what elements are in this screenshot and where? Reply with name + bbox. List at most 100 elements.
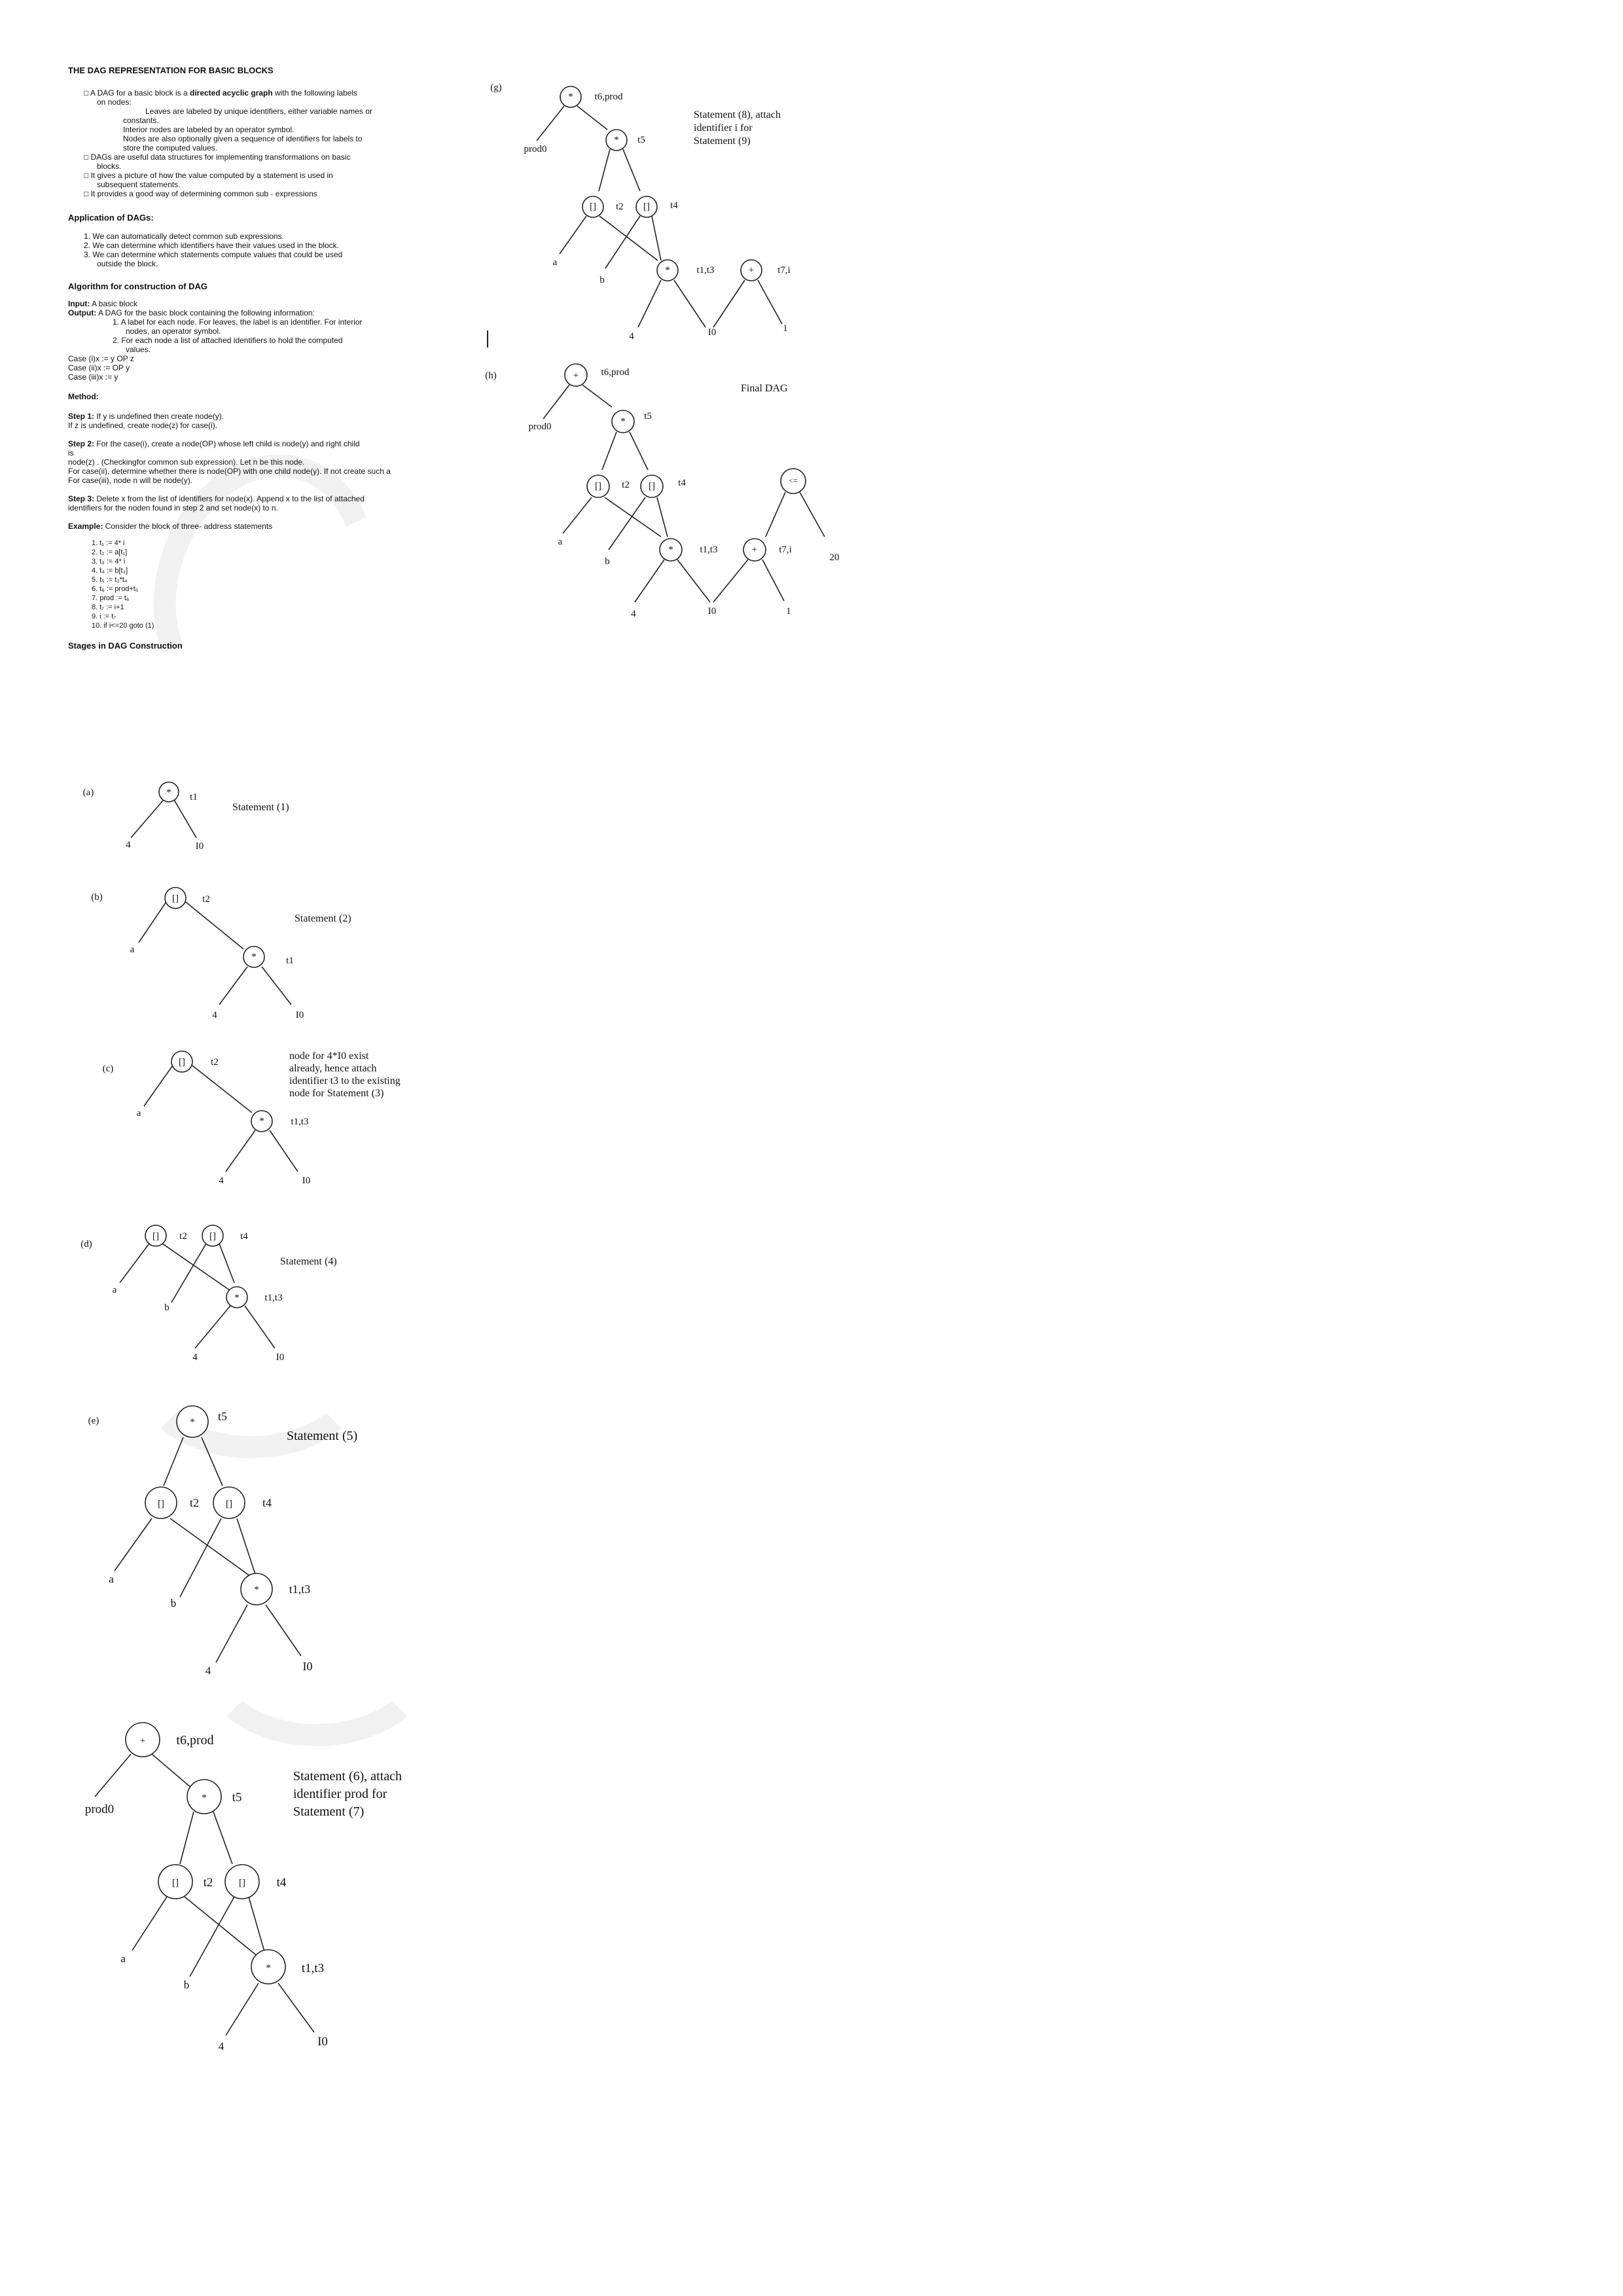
- step-2-cont: For case(ii), determine whether there is…: [68, 467, 391, 476]
- node-id: t1,t3: [291, 1117, 308, 1127]
- leaf: 4: [629, 331, 634, 342]
- leaf: a: [113, 1285, 117, 1295]
- text: Output:: [68, 308, 97, 317]
- application-item: outside the block.: [97, 259, 158, 268]
- leaf: 4: [205, 1664, 211, 1677]
- leaf: I0: [196, 841, 204, 852]
- node-id: t2: [616, 202, 624, 212]
- dag-node: [213, 1486, 245, 1519]
- statement: 2. t₂ := a[t₁]: [92, 548, 128, 556]
- dag-node: [125, 1722, 160, 1757]
- node-op: []: [158, 1499, 164, 1509]
- leaf: 4: [219, 2040, 224, 2053]
- node-op: *: [259, 1116, 264, 1126]
- node-op: *: [254, 1585, 259, 1595]
- stage-label: (b): [91, 892, 103, 903]
- application-item: 1. We can automatically detect common su…: [84, 232, 284, 241]
- statement: 6. t₆ := prod+t₅: [92, 585, 139, 593]
- leaf: I0: [708, 606, 717, 617]
- leaf: prod0: [85, 1803, 114, 1816]
- text: For the case(i), create a node(OP) whose…: [94, 439, 360, 448]
- node-op: []: [152, 1231, 159, 1242]
- leaf: 4: [126, 840, 131, 850]
- output-item: values.: [126, 345, 151, 354]
- bullet-3-cont: subsequent statements.: [97, 180, 181, 189]
- leaf: I0: [296, 1010, 304, 1020]
- bullet-3: □ It gives a picture of how the value co…: [84, 171, 333, 180]
- leaf: prod0: [524, 144, 547, 154]
- dag-node: [158, 781, 179, 802]
- dag-node: [251, 1949, 286, 1984]
- node-id: t2: [204, 1876, 213, 1890]
- output-item: 1. A label for each node. For leaves, th…: [113, 317, 363, 327]
- statement: 1. t₁ := 4* i: [92, 539, 125, 547]
- sub-item: Nodes are also optionally given a sequen…: [123, 134, 363, 143]
- node-op: *: [190, 1417, 195, 1427]
- bullet-1-cont: on nodes:: [97, 98, 132, 107]
- text: A basic block: [90, 299, 138, 308]
- text: If y is undefined then create node(y).: [94, 412, 224, 421]
- node-id: t1,t3: [289, 1583, 311, 1596]
- annotation: identifier t3 to the existing: [289, 1075, 401, 1086]
- node-id: t4: [262, 1496, 272, 1509]
- text: It provides a good way of determining co…: [90, 189, 317, 198]
- text: It gives a picture of how the value comp…: [90, 171, 333, 180]
- node-id: t6,prod: [176, 1733, 213, 1748]
- node-op: []: [172, 893, 179, 904]
- applications-heading: Application of DAGs:: [68, 213, 154, 223]
- node-id: t1,t3: [700, 545, 717, 555]
- leaf: 20: [830, 552, 840, 563]
- text: Step 1:: [68, 412, 95, 421]
- text-column: THE DAG REPRESENTATION FOR BASIC BLOCKS …: [68, 65, 461, 651]
- dag-node: [582, 196, 604, 218]
- statement: 4. t₄ := b[t₃]: [92, 567, 128, 575]
- algorithm-output: Output: A DAG for the basic block contai…: [68, 308, 461, 317]
- leaf: I0: [302, 1175, 311, 1186]
- dag-node: [635, 196, 658, 218]
- node-op: *: [266, 1963, 271, 1973]
- node-id: t4: [277, 1876, 287, 1890]
- text: A DAG for a basic block is a: [90, 88, 190, 98]
- annotation: Final DAG: [741, 383, 788, 394]
- node-id: t4: [678, 478, 686, 488]
- node-op: *: [665, 265, 670, 276]
- annotation: Statement (8), attach: [694, 109, 781, 120]
- statement-list: 1. t₁ := 4* i 2. t₂ := a[t₁] 3. t₃ := 4*…: [68, 539, 461, 630]
- step-1-cont: If z is undefined, create node(z) for ca…: [68, 421, 218, 430]
- node-id: t1: [286, 956, 294, 966]
- node-id: t1: [190, 792, 198, 802]
- leaf: 1: [783, 323, 788, 334]
- statement: 5. t₅ := t₂*t₄: [92, 576, 128, 584]
- node-id: t1,t3: [302, 1962, 324, 1975]
- statement: 7. prod := t₆: [92, 594, 130, 602]
- dag-node: [560, 86, 582, 108]
- dag-node: [158, 1864, 193, 1899]
- step-2-cont: For case(iii), node n will be node(y).: [68, 476, 193, 485]
- output-item: 2. For each node a list of attached iden…: [113, 336, 343, 345]
- node-op: +: [573, 370, 579, 381]
- leaf: b: [164, 1302, 169, 1313]
- node-op: []: [643, 202, 650, 212]
- node-op: *: [668, 545, 673, 555]
- case-line: Case (iii)x := y: [68, 372, 118, 382]
- leaf: I0: [303, 1660, 313, 1673]
- node-op: []: [179, 1057, 185, 1067]
- node-id: t2: [622, 480, 630, 490]
- text: A DAG for the basic block containing the…: [96, 308, 315, 317]
- dag-node: [780, 468, 806, 494]
- text: DAGs are useful data structures for impl…: [90, 152, 351, 162]
- dag-node: [176, 1405, 209, 1438]
- node-id: t2: [211, 1057, 219, 1067]
- sub-item: Interior nodes are labeled by an operato…: [123, 125, 294, 134]
- text: Step 3:: [68, 494, 95, 503]
- leaf: a: [120, 1952, 126, 1965]
- algorithm-heading: Algorithm for construction of DAG: [68, 281, 208, 291]
- bullet-2-cont: blocks.: [97, 162, 122, 171]
- leaf: I0: [276, 1352, 285, 1363]
- node-id: t1,t3: [264, 1293, 282, 1303]
- application-item: 3. We can determine which statements com…: [84, 250, 343, 259]
- sub-item: constants.: [123, 116, 159, 125]
- leaf: b: [599, 275, 605, 285]
- node-id: t1,t3: [696, 265, 714, 276]
